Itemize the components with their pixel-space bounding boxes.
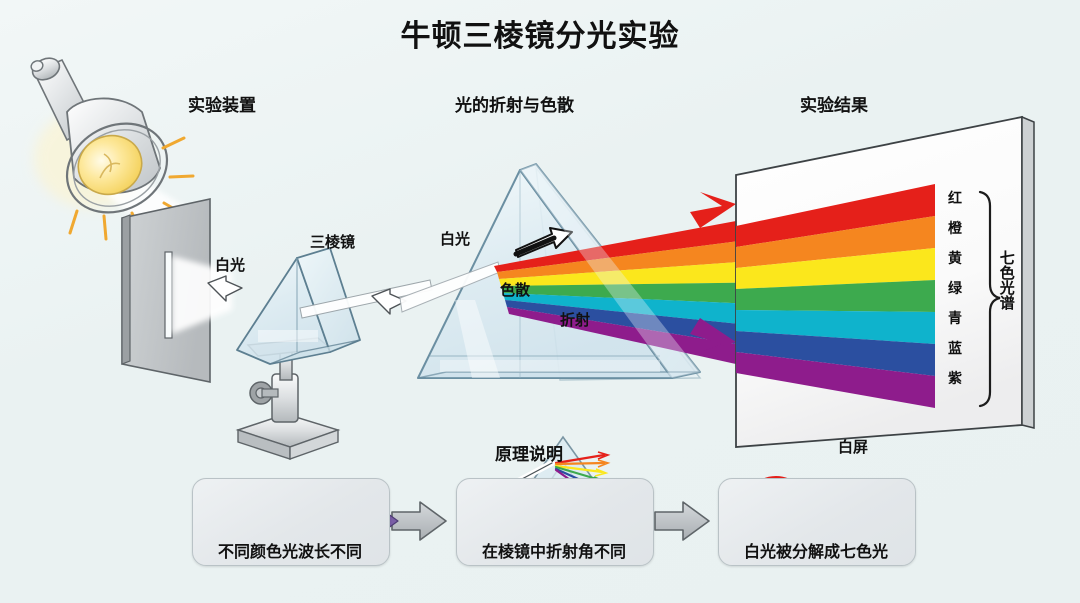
beam-direction-arrow — [513, 227, 573, 258]
section-header-refraction: 光的折射与色散 — [455, 96, 574, 115]
spectrum-bracket — [978, 190, 1001, 408]
white-light-arrow-left — [207, 275, 243, 302]
connector-arrow-2 — [654, 501, 710, 541]
principle-card-1[interactable] — [192, 478, 390, 566]
prism-stand — [235, 337, 341, 460]
principle-card-2-label: 在棱镜中折射角不同 — [481, 544, 626, 561]
label-refraction: 折射 — [560, 312, 591, 329]
spectrum-color-黄: 黄 — [948, 250, 962, 266]
light-source-lamp — [30, 57, 195, 241]
label-seven-color-spectrum: 七色光谱 — [997, 250, 1015, 310]
label-white-light-left: 白光 — [215, 257, 246, 274]
label-white-screen: 白屏 — [838, 439, 869, 456]
principle-heading: 原理说明 — [495, 445, 563, 464]
spectrum-color-names: 红 橙 黄 绿 青 蓝 紫 — [948, 190, 962, 385]
spectrum-color-蓝: 蓝 — [948, 340, 962, 356]
spectrum-color-青: 青 — [948, 310, 962, 326]
spectrum-color-红: 红 — [948, 190, 962, 206]
page-title: 牛顿三棱镜分光实验 — [400, 20, 680, 53]
principle-card-1-label: 不同颜色光波长不同 — [217, 544, 362, 561]
section-header-result: 实验结果 — [800, 96, 868, 115]
label-dispersion: 色散 — [500, 282, 531, 299]
label-prism-apparatus: 三棱镜 — [310, 234, 356, 251]
spectrum-color-绿: 绿 — [948, 280, 962, 296]
small-prism — [236, 247, 433, 365]
section-header-apparatus: 实验装置 — [188, 96, 256, 115]
spectrum-color-紫: 紫 — [948, 370, 962, 386]
slit-plate — [121, 198, 232, 383]
label-white-light-mid: 白光 — [440, 231, 471, 248]
principle-card-2[interactable] — [456, 478, 654, 566]
connector-arrow-1 — [391, 501, 447, 541]
principle-card-3-label: 白光被分解成七色光 — [743, 544, 888, 561]
spectrum-on-screen — [736, 184, 935, 408]
principle-card-3[interactable] — [718, 478, 916, 566]
spectrum-color-橙: 橙 — [948, 220, 962, 236]
